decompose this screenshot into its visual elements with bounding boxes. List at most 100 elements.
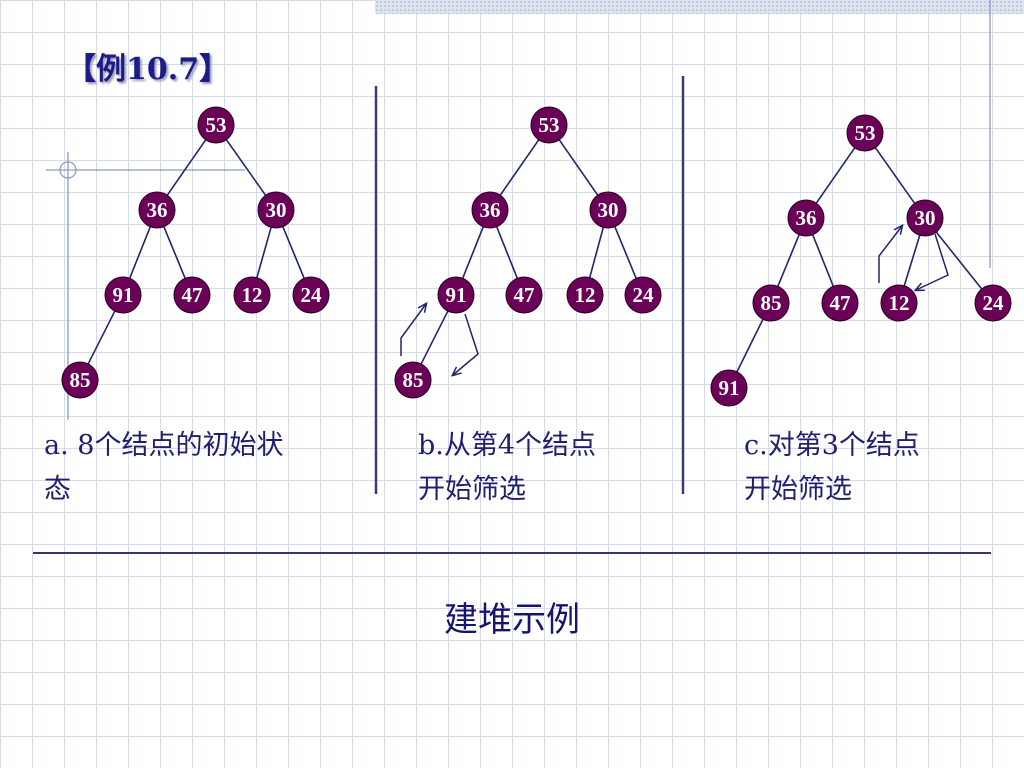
tree-a-edge — [163, 226, 186, 279]
caption-a-line1: a. 8个结点的初始状 — [44, 430, 284, 461]
tree-c-node-label: 85 — [761, 291, 782, 315]
tree-b-edge — [461, 226, 485, 279]
slide-title: 【例10.7】 — [66, 52, 230, 87]
tree-c-node: 47 — [821, 284, 859, 322]
header-decoration — [375, 0, 1024, 14]
tree-b-swap-up-arrow — [400, 304, 426, 356]
caption-b-line2: 开始筛选 — [418, 474, 526, 505]
tree-b-node: 30 — [589, 191, 627, 229]
tree-a-node-label: 12 — [242, 283, 263, 307]
tree-a-node-circle — [138, 191, 176, 229]
tree-c-node-label: 24 — [983, 291, 1005, 315]
caption-b-line1: b.从第4个结点 — [418, 430, 597, 461]
tree-c-node-circle — [906, 199, 944, 237]
tree-a-edge — [166, 139, 207, 196]
tree-b-edge — [558, 139, 599, 196]
tree-c-edge — [736, 318, 764, 373]
caption-a-line2: 态 — [44, 474, 71, 505]
tree-c-swap-up-arrow — [878, 226, 902, 283]
tree-c-node-circle — [821, 284, 859, 322]
tree-a-node-label: 85 — [70, 368, 91, 392]
tree-b-node-label: 36 — [480, 198, 501, 222]
tree-c-node: 12 — [880, 284, 918, 322]
tree-a-node-label: 91 — [113, 283, 134, 307]
tree-c-node-circle — [710, 369, 748, 407]
tree-b-node-label: 47 — [514, 283, 535, 307]
tree-c-node-label: 36 — [796, 206, 817, 230]
tree-a-node-circle — [257, 191, 295, 229]
tree-b-node-label: 24 — [633, 283, 655, 307]
tree-a-node-circle — [233, 276, 271, 314]
tree-c-node-circle — [846, 114, 884, 152]
tree-c-node-circle — [974, 284, 1012, 322]
tree-b-node: 24 — [624, 276, 662, 314]
caption-b: b.从第4个结点 开始筛选 — [418, 424, 596, 512]
tree-c-node: 24 — [974, 284, 1012, 322]
caption-c: c.对第3个结点 开始筛选 — [744, 424, 920, 512]
tree-c-swap-down-arrow — [916, 233, 949, 290]
tree-a-node-label: 47 — [182, 283, 203, 307]
tree-c-node: 53 — [846, 114, 884, 152]
tree-a-node-label: 36 — [147, 198, 168, 222]
tree-b-swap-down-arrow — [453, 313, 479, 375]
tree-a-node-circle — [197, 106, 235, 144]
tree-a-node-circle — [292, 276, 330, 314]
tree-a-node-circle — [104, 276, 142, 314]
tree-b-node-circle — [589, 191, 627, 229]
tree-b-node: 91 — [437, 276, 475, 314]
tree-c-edge — [935, 231, 983, 290]
tree-c-edge — [811, 234, 835, 287]
tree-c-node-label: 91 — [719, 376, 740, 400]
tree-b-node-circle — [530, 106, 568, 144]
tree-a-edge — [256, 227, 272, 278]
tree-c-node-label: 47 — [830, 291, 851, 315]
tree-a-node-label: 24 — [301, 283, 323, 307]
tree-a-node-circle — [61, 361, 99, 399]
tree-a-edge — [128, 226, 152, 279]
tree-a-node: 85 — [61, 361, 99, 399]
caption-a: a. 8个结点的初始状 态 — [44, 424, 283, 512]
tree-a-node: 91 — [104, 276, 142, 314]
tree-b-edge — [614, 226, 637, 279]
tree-b-node-circle — [566, 276, 604, 314]
figure-heading: 建堆示例 — [444, 600, 580, 640]
tree-a-node: 47 — [173, 276, 211, 314]
tree-a-edge — [87, 310, 116, 365]
tree-b-node-label: 30 — [598, 198, 619, 222]
tree-c-node-circle — [787, 199, 825, 237]
tree-a-node: 36 — [138, 191, 176, 229]
tree-c-node-label: 53 — [855, 121, 876, 145]
caption-c-line2: 开始筛选 — [744, 474, 852, 505]
tree-a-node: 30 — [257, 191, 295, 229]
tree-a-node-label: 53 — [206, 113, 227, 137]
tree-b-node-circle — [624, 276, 662, 314]
tree-b-node: 12 — [566, 276, 604, 314]
tree-b-node-circle — [394, 361, 432, 399]
caption-c-line1: c.对第3个结点 — [744, 430, 920, 461]
tree-b-node: 47 — [505, 276, 543, 314]
tree-c-edge — [815, 147, 856, 204]
tree-b-node: 53 — [530, 106, 568, 144]
tree-c-node: 36 — [787, 199, 825, 237]
divider-line — [33, 552, 991, 554]
tree-b-node-circle — [505, 276, 543, 314]
tree-b-node: 85 — [394, 361, 432, 399]
tree-c-node-label: 30 — [915, 206, 936, 230]
tree-c-node: 91 — [710, 369, 748, 407]
tree-b-node-circle — [437, 276, 475, 314]
tree-a-edge — [282, 226, 305, 279]
tree-a-node: 53 — [197, 106, 235, 144]
tree-b-edge — [420, 310, 449, 365]
tree-a-node-circle — [173, 276, 211, 314]
tree-c-edge — [903, 234, 921, 287]
tree-a-node: 12 — [233, 276, 271, 314]
tree-c-node: 85 — [752, 284, 790, 322]
tree-c-node-circle — [752, 284, 790, 322]
tree-c-node: 30 — [906, 199, 944, 237]
tree-a-node: 24 — [292, 276, 330, 314]
tree-a-node-label: 30 — [266, 198, 287, 222]
tree-b-node-label: 53 — [539, 113, 560, 137]
tree-c-node-label: 12 — [889, 291, 910, 315]
tree-b-edge — [588, 227, 605, 278]
tree-b-node-label: 85 — [403, 368, 424, 392]
